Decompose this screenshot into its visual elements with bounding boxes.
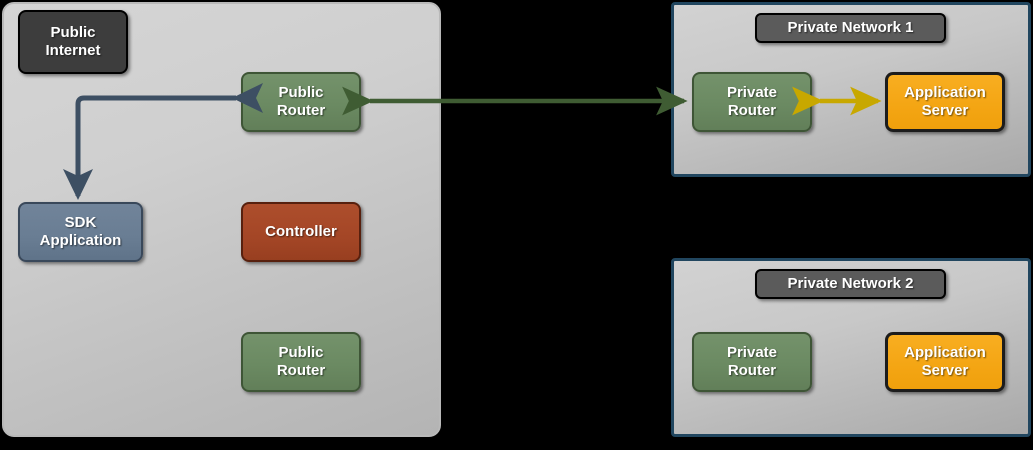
node-pn2-private-router-line1: Private (726, 343, 778, 361)
private-network-1-title-label: Private Network 1 (787, 18, 914, 36)
node-pn2-application-server-line1: Application (904, 343, 986, 361)
private-network-1-title: Private Network 1 (755, 13, 946, 43)
node-public-internet-line1: Public (50, 23, 96, 41)
node-public-router-2-line1: Public (278, 343, 324, 361)
node-sdk-application-line2: Application (39, 232, 122, 249)
node-public-router-1-line1: Public (278, 83, 324, 101)
node-public-router-2-line2: Router (276, 362, 326, 379)
node-public-internet-line2: Internet (45, 42, 101, 59)
node-pn2-application-server-line2: Server (921, 362, 969, 379)
node-pn1-private-router-line1: Private (726, 83, 778, 101)
node-public-router-1-line2: Router (276, 102, 326, 119)
node-pn1-application-server-line1: Application (904, 83, 986, 101)
node-sdk-application-line1: SDK (64, 213, 97, 231)
node-controller-label: Controller (265, 222, 337, 240)
node-pn1-private-router-line2: Router (727, 102, 777, 119)
private-network-2-title-label: Private Network 2 (787, 274, 914, 292)
node-pn1-application-server-line2: Server (921, 102, 969, 119)
node-controller[interactable]: Controller (241, 202, 361, 262)
private-network-2-title: Private Network 2 (755, 269, 946, 299)
node-pn2-private-router-line2: Router (727, 362, 777, 379)
